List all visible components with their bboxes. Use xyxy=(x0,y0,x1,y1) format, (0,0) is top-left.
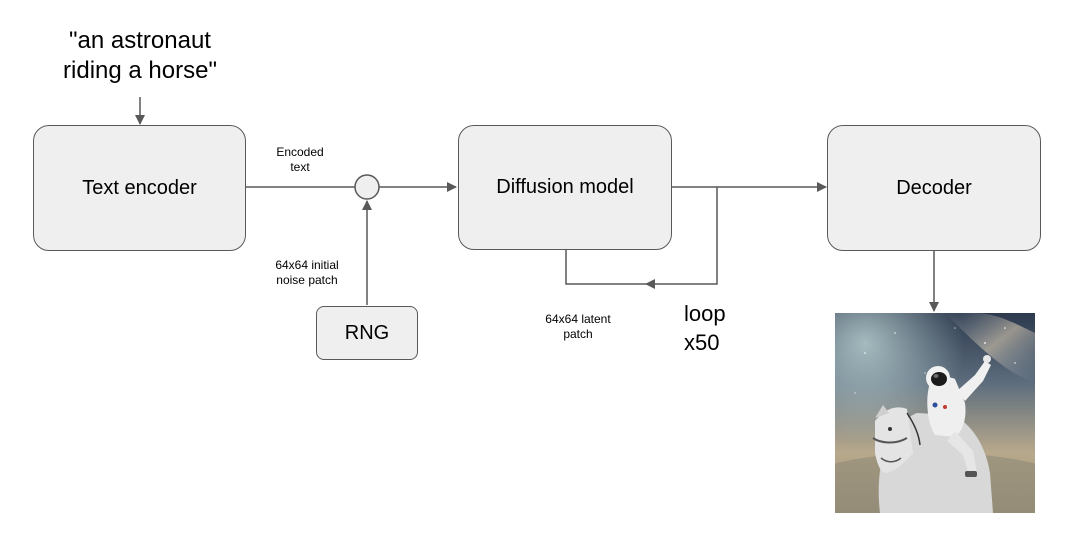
loop-line-2: x50 xyxy=(684,329,720,355)
rng-box: RNG xyxy=(316,306,418,360)
decoder-label: Decoder xyxy=(896,176,972,199)
encoded-text-line-2: text xyxy=(290,160,310,174)
loop-connector xyxy=(645,187,718,289)
text-encoder-label: Text encoder xyxy=(82,176,197,199)
decoder-box: Decoder xyxy=(827,125,1041,251)
prompt-line-2: riding a horse" xyxy=(63,57,217,84)
latent-patch-line-1: 64x64 latent xyxy=(545,312,611,326)
combine-node xyxy=(354,174,380,200)
encoded-text-line-1: Encoded xyxy=(276,145,324,159)
loop-connector-return xyxy=(565,250,646,285)
diffusion-model-label: Diffusion model xyxy=(496,176,634,198)
text-encoder-box: Text encoder xyxy=(33,125,246,251)
loop-line-1: loop xyxy=(684,301,726,326)
latent-patch-label: 64x64 latent patch xyxy=(528,312,628,342)
latent-patch-line-2: patch xyxy=(563,327,593,341)
diffusion-model-box: Diffusion model xyxy=(458,125,672,250)
loop-label: loop x50 xyxy=(684,300,764,357)
output-image xyxy=(835,313,1035,513)
encoded-text-label: Encoded text xyxy=(260,145,340,175)
prompt-text: "an astronaut riding a horse" xyxy=(40,26,240,86)
noise-patch-line-2: noise patch xyxy=(276,273,338,287)
noise-patch-line-1: 64x64 initial xyxy=(275,258,339,272)
astronaut-horse-image xyxy=(835,313,1035,513)
prompt-line-1: "an astronaut xyxy=(69,27,211,54)
noise-patch-label: 64x64 initial noise patch xyxy=(257,258,357,288)
rng-label: RNG xyxy=(344,321,390,344)
